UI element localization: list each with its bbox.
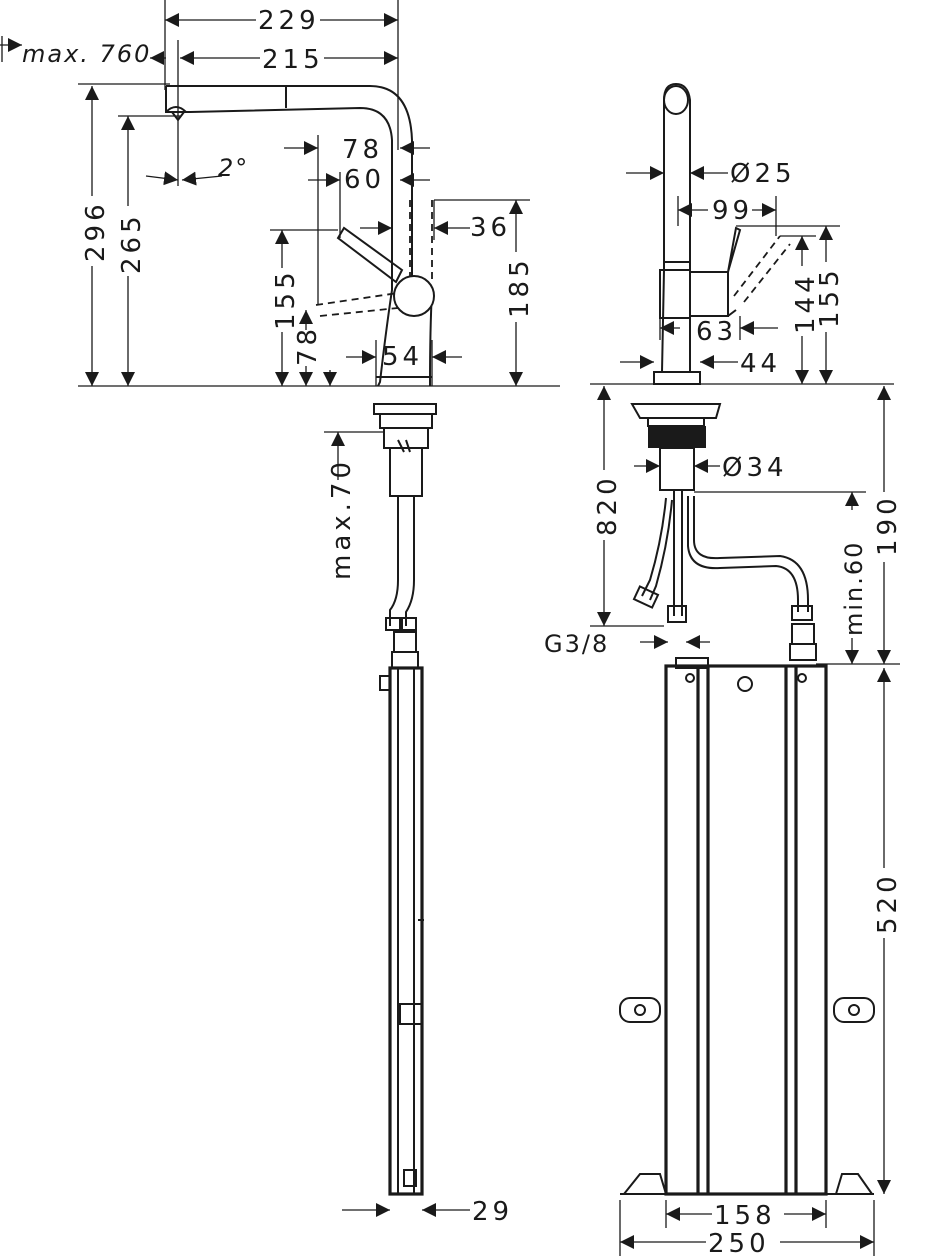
dim-thread: G3/8 — [544, 630, 609, 658]
side-box — [379, 666, 424, 1196]
dim-body-diameter: 54 — [382, 342, 423, 372]
dim-base-depth: 44 — [740, 349, 781, 379]
dim-angle: 2° — [218, 154, 249, 182]
dim-height-total: 296 — [81, 200, 111, 262]
dim-spout-offset-outer: 78 — [342, 135, 383, 165]
front-mounting — [630, 403, 817, 669]
dim-shank-diameter: Ø34 — [722, 453, 788, 483]
lever-handle — [336, 226, 404, 284]
dim-spout-diameter: Ø25 — [730, 159, 796, 189]
front-view: Ø25 99 144 155 63 44 — [544, 82, 903, 1259]
dim-max-pullout: max. 760 — [22, 40, 151, 68]
dim-body-depth: 63 — [696, 317, 737, 347]
dim-height-body: 185 — [505, 256, 535, 318]
spout-column — [661, 82, 691, 373]
dim-upper-depth: 190 — [873, 494, 903, 556]
cartridge-knob — [393, 275, 435, 317]
dim-lever-height: 155 — [815, 266, 845, 328]
dim-box-outer-width: 250 — [708, 1229, 770, 1259]
dim-spout-offset-inner: 60 — [344, 165, 385, 195]
dim-max-thickness: max.70 — [327, 458, 357, 580]
dim-min-length: min.60 — [840, 541, 868, 636]
front-box — [619, 664, 875, 1196]
dim-height-handle-low: 78 — [293, 325, 323, 366]
dim-height-outlet: 265 — [117, 212, 147, 274]
dim-width-total: 229 — [258, 6, 320, 36]
side-view: 229 215 max. 760 2° 78 60 36 54 — [0, 0, 560, 1227]
dim-box-height: 520 — [873, 872, 903, 934]
dim-height-handle: 155 — [271, 268, 301, 330]
dim-hose-length: 820 — [593, 474, 623, 536]
dim-lever-reach: 99 — [712, 196, 753, 226]
dim-box-width: 29 — [472, 1197, 513, 1227]
dim-handle-reach: 36 — [470, 213, 511, 243]
mounting-assembly — [373, 403, 437, 669]
spout-outline — [165, 85, 413, 230]
dim-box-inner-width: 158 — [714, 1201, 776, 1231]
dim-width-spout: 215 — [262, 45, 324, 75]
